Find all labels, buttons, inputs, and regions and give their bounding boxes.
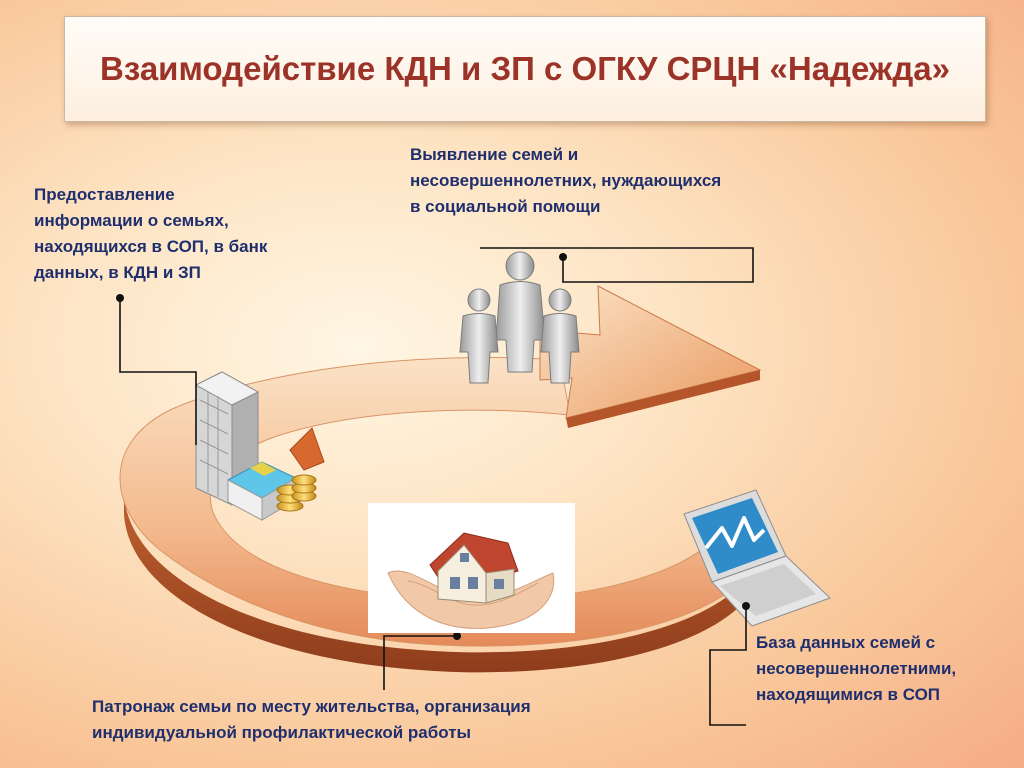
people-icon xyxy=(459,251,580,384)
label-patronage: Патронаж семьи по месту жительства, орга… xyxy=(92,697,531,742)
connector-dots xyxy=(116,253,750,640)
ring-side xyxy=(124,495,760,673)
label-database: База данных семей с несовершеннолетними,… xyxy=(756,633,957,704)
photo-panel xyxy=(368,503,575,633)
house-in-hands-icon xyxy=(387,532,555,629)
label-info-provision: Предоставление информации о семьях, нахо… xyxy=(34,185,268,282)
building-bank-icon xyxy=(194,371,325,521)
label-detection: Выявление семей и несовершеннолетних, ну… xyxy=(410,145,722,216)
laptop-chart-icon xyxy=(683,489,831,627)
page-title: Взаимодействие КДН и ЗП с ОГКУ СРЦН «Над… xyxy=(100,50,950,87)
title-box: Взаимодействие КДН и ЗП с ОГКУ СРЦН «Над… xyxy=(64,16,986,122)
connector-lines xyxy=(119,247,754,726)
